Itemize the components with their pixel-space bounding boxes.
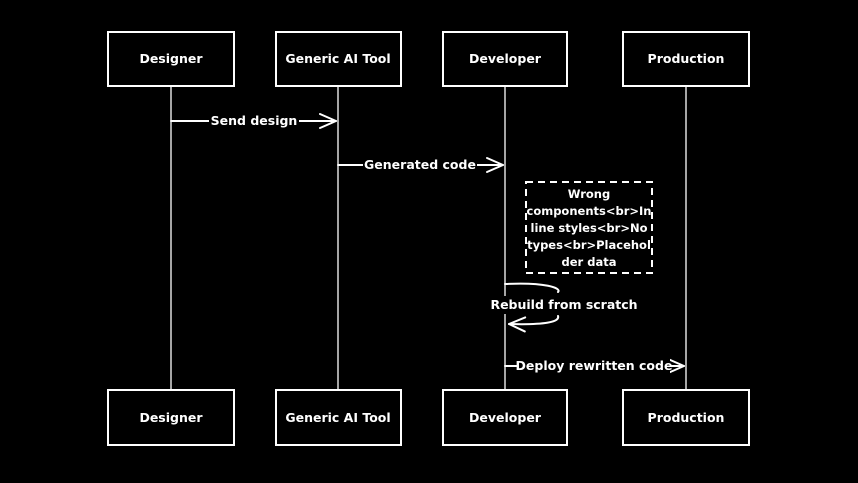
participant-production-bottom: Production (622, 389, 750, 446)
participant-label: Designer (139, 51, 203, 66)
message-rebuild-from-scratch: Rebuild from scratch (490, 282, 638, 325)
message-generated-code: Generated code (337, 156, 504, 174)
participant-label: Generic AI Tool (285, 410, 390, 425)
note-box (525, 181, 653, 274)
participant-label: Developer (469, 410, 542, 425)
participant-designer-bottom: Designer (107, 389, 235, 446)
message-label: Rebuild from scratch (490, 297, 637, 312)
message-send-design: Send design (170, 112, 337, 130)
message-label: Deploy rewritten code (516, 358, 673, 373)
note-over-developer: Wrong components<br>In line styles<br>No… (525, 181, 653, 274)
message-arrow (505, 282, 560, 325)
participant-label: Production (648, 51, 725, 66)
participant-label: Developer (469, 51, 542, 66)
participant-label: Generic AI Tool (285, 51, 390, 66)
note-line: Wrong (568, 187, 610, 201)
note-line: line styles<br>No (531, 221, 648, 235)
participant-label: Production (648, 410, 725, 425)
participant-developer-bottom: Developer (442, 389, 568, 446)
participant-generic-ai-tool-top: Generic AI Tool (275, 31, 402, 87)
participant-production-top: Production (622, 31, 750, 87)
participant-designer-top: Designer (107, 31, 235, 87)
note-line: der data (562, 255, 617, 269)
participant-developer-top: Developer (442, 31, 568, 87)
message-label: Generated code (364, 157, 476, 172)
message-deploy-rewritten-code: Deploy rewritten code (504, 357, 685, 375)
note-line: components<br>In (527, 204, 652, 218)
message-label: Send design (211, 113, 298, 128)
note-line: types<br>Placehol (527, 238, 651, 252)
participant-label: Designer (139, 410, 203, 425)
participant-generic-ai-tool-bottom: Generic AI Tool (275, 389, 402, 446)
